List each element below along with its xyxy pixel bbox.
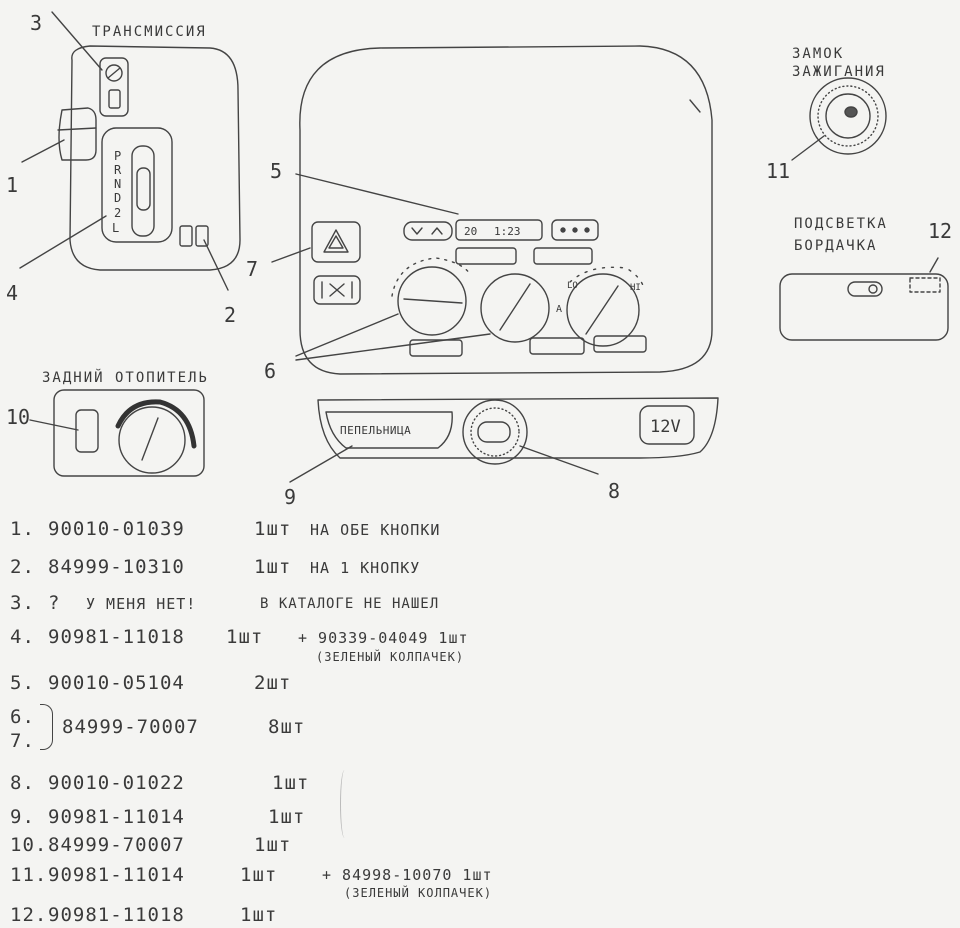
callout-3: 3: [30, 11, 42, 35]
list-item-num2: 7.: [10, 730, 35, 752]
parts-sketch: ТРАНСМИССИЯ ЗАМОК ЗАЖИГАНИЯ ПОДСВЕТКА БО…: [6, 11, 952, 509]
callout-7: 7: [246, 257, 258, 281]
side-button: [58, 107, 97, 161]
gear-slot: [131, 145, 155, 237]
diff-lock-button: [313, 275, 361, 305]
knob-hi-label: HI: [630, 283, 641, 293]
callout-1: 1: [6, 173, 18, 197]
display-dots: [551, 219, 599, 241]
cigarette-lighter: [462, 399, 528, 465]
shift-lock-button: [99, 57, 129, 117]
ashtray-label: ПЕПЕЛЬНИЦА: [340, 424, 411, 437]
rear-heater-panel: [53, 389, 205, 477]
socket-label: 12V: [650, 417, 681, 437]
console-frame: [299, 45, 713, 375]
gear-n: N: [114, 177, 121, 191]
clock-adjust-buttons: [403, 221, 453, 241]
mode-button-b: [195, 225, 209, 247]
list-item: 1.90010-01039 1шт НА ОБЕ КНОПКИ: [10, 518, 441, 540]
gear-2: 2: [114, 206, 121, 220]
list-item: 11.90981-11014 1шт + 84998-10070 1шт (ЗЕ…: [10, 864, 493, 900]
brace: [40, 704, 53, 750]
list-item: 4.90981-11018 1шт + 90339-04049 1шт (ЗЕЛ…: [10, 626, 469, 664]
callout-2: 2: [224, 303, 236, 327]
power-socket: [639, 405, 695, 445]
glovebox-lamp: [847, 281, 883, 297]
callout-10: 10: [6, 405, 30, 429]
knob-lo-label: LO: [567, 281, 578, 291]
gear-d: D: [114, 191, 121, 205]
list-item: 3.? У МЕНЯ НЕТ! В КАТАЛОГЕ НЕ НАШЕЛ: [10, 592, 440, 614]
glovebox-label-1: ПОДСВЕТКА: [794, 216, 888, 232]
list-item: 9.90981-11014 1шт: [10, 806, 306, 828]
ignition-ring: [809, 77, 887, 155]
transmission-panel: [69, 45, 241, 271]
rear-heater-label: ЗАДНИЙ ОТОПИТЕЛЬ: [42, 368, 209, 386]
gear-l: L: [112, 221, 119, 235]
fan-knob: [480, 273, 550, 343]
rear-heater-switch: [75, 409, 99, 453]
gear-r: R: [114, 163, 122, 177]
divider-line: [340, 770, 349, 838]
callout-9: 9: [284, 485, 296, 509]
transmission-label: ТРАНСМИССИЯ: [92, 24, 207, 40]
rear-heater-knob: [118, 406, 186, 474]
lower-console: [317, 397, 719, 459]
list-item: 6. 84999-70007 8шт: [10, 706, 306, 738]
clock-display: [455, 219, 543, 241]
mode-button-a: [179, 225, 193, 247]
parts-list: 1.90010-01039 1шт НА ОБЕ КНОПКИ 2.84999-…: [0, 512, 960, 928]
list-item: 8.90010-01022 1шт: [10, 772, 310, 794]
clock-time: 1:23: [494, 225, 521, 238]
callout-4: 4: [6, 281, 18, 305]
hazard-button: [311, 221, 361, 263]
callout-5: 5: [270, 159, 282, 183]
gear-p: P: [114, 149, 121, 163]
clock-day: 20: [464, 225, 477, 238]
callout-12: 12: [928, 219, 952, 243]
glovebox-panel: [779, 273, 949, 341]
callout-11: 11: [766, 159, 790, 183]
list-item: 12.90981-11018 1шт: [10, 904, 278, 926]
callout-8: 8: [608, 479, 620, 503]
knob-a-label: A: [556, 304, 562, 315]
ignition-label-1: ЗАМОК: [792, 46, 844, 62]
glovebox-label-2: БОРДАЧКА: [794, 238, 877, 254]
shift-lock-screw: [105, 64, 123, 82]
gear-indicator: [101, 127, 173, 243]
list-item: 5.90010-05104 2шт: [10, 672, 292, 694]
list-item: 10.84999-70007 1шт: [10, 834, 292, 856]
ignition-label-2: ЗАЖИГАНИЯ: [792, 64, 886, 80]
callout-6: 6: [264, 359, 276, 383]
mode-knob: [566, 273, 640, 347]
list-item: 2.84999-10310 1шт НА 1 КНОПКУ: [10, 556, 421, 578]
sketch-canvas: ТРАНСМИССИЯ ЗАМОК ЗАЖИГАНИЯ ПОДСВЕТКА БО…: [6, 11, 952, 509]
ashtray-lid: [325, 411, 453, 449]
temp-knob: [397, 266, 467, 336]
